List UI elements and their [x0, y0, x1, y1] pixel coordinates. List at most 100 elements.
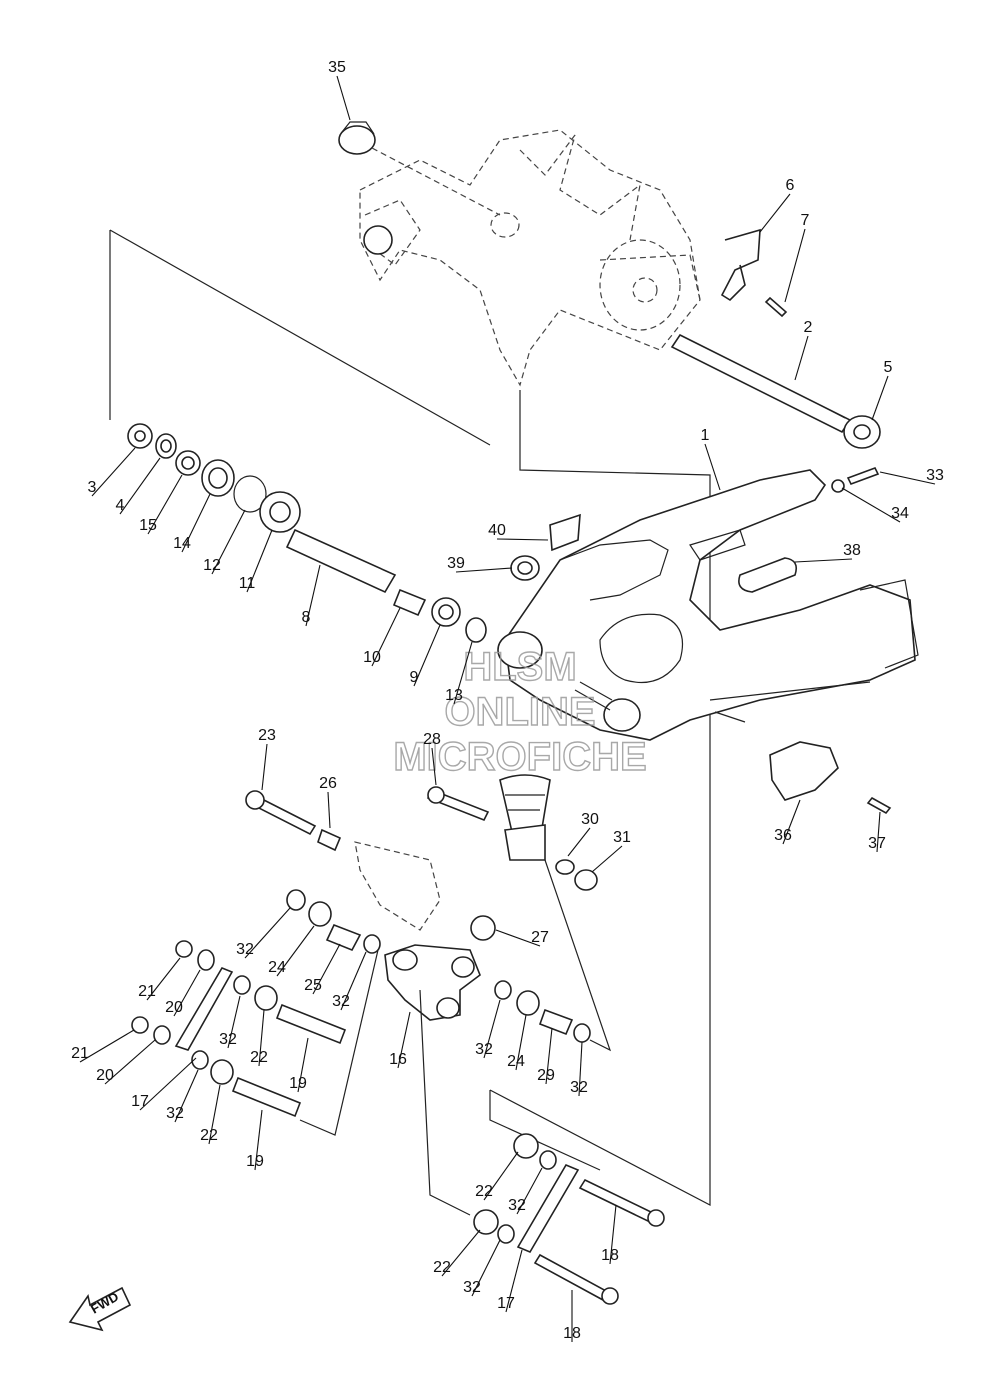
frame-outline	[359, 129, 701, 387]
part-33-bolt	[846, 467, 880, 485]
part-22-c	[513, 1133, 539, 1159]
part-11-bearing	[259, 491, 301, 533]
callout-leader-32	[244, 907, 291, 959]
callout-leader-13	[453, 641, 473, 705]
part-32-b	[363, 934, 381, 954]
callout-leader-18	[609, 1204, 617, 1265]
callout-number-22: 22	[200, 1127, 218, 1144]
relay-bracket	[354, 841, 441, 931]
callout-number-2: 2	[804, 319, 813, 336]
callout-leader-22	[258, 1009, 265, 1067]
callout-leader-17	[505, 1249, 523, 1313]
part-32-e	[494, 980, 512, 1000]
callout-number-38: 38	[843, 542, 861, 559]
callout-number-17: 17	[497, 1295, 515, 1312]
part-24-a	[308, 901, 332, 927]
callout-leader-35	[336, 75, 351, 121]
callout-leader-24	[276, 925, 315, 977]
callout-leader-2	[794, 335, 809, 381]
callout-leader-1	[704, 443, 721, 491]
callout-leader-4	[119, 457, 161, 515]
part-32-a	[286, 889, 306, 911]
callout-leader-34	[841, 487, 901, 523]
callout-number-9: 9	[410, 669, 419, 686]
part-25-collar	[325, 923, 362, 952]
part-24-b	[516, 990, 540, 1016]
callout-leader-32	[174, 1069, 199, 1123]
part-22-b	[210, 1059, 234, 1085]
part-18-bolt-b	[533, 1253, 619, 1305]
callout-leader-21	[146, 957, 181, 1001]
part-21-nut-b	[131, 1016, 149, 1034]
callout-number-14: 14	[173, 535, 191, 552]
callout-number-32: 32	[166, 1105, 184, 1122]
part-10-collar	[392, 588, 427, 617]
callout-number-12: 12	[203, 557, 221, 574]
callout-leader-30	[567, 827, 591, 857]
fwd-arrow-icon: FWD	[68, 1286, 132, 1332]
part-36-cover	[769, 741, 839, 801]
callout-leader-25	[312, 943, 341, 995]
bottom-guide	[489, 1090, 601, 1171]
callout-leader-31	[591, 845, 623, 873]
callout-leader-3	[91, 447, 136, 497]
part-26-collar	[317, 828, 342, 852]
part-32-g	[539, 1150, 557, 1170]
callout-number-17: 17	[131, 1093, 149, 1110]
callout-number-21: 21	[71, 1045, 89, 1062]
callout-leader-32	[483, 999, 501, 1059]
part-3-nut	[127, 423, 153, 449]
callout-leader-33	[879, 471, 936, 485]
callout-number-32: 32	[570, 1079, 588, 1096]
callout-leader-32	[340, 951, 367, 1011]
callout-leader-20	[173, 969, 201, 1017]
callout-leader-23	[261, 743, 268, 791]
part-1-swingarm	[497, 469, 919, 741]
part-18-bolt-a	[578, 1178, 665, 1227]
part-32-f	[573, 1023, 591, 1043]
part-15-collar	[175, 450, 201, 476]
callout-number-24: 24	[507, 1053, 525, 1070]
part-27-nut	[470, 915, 496, 941]
callout-number-28: 28	[423, 731, 441, 748]
callout-leader-9	[413, 624, 441, 687]
callout-number-19: 19	[289, 1075, 307, 1092]
part-22-a	[254, 985, 278, 1011]
callout-number-37: 37	[868, 835, 886, 852]
part-28-bolt	[426, 786, 490, 822]
part-39-seal	[510, 555, 540, 581]
callout-number-4: 4	[116, 497, 125, 514]
callout-number-21: 21	[138, 983, 156, 1000]
callout-number-32: 32	[475, 1041, 493, 1058]
callout-number-25: 25	[304, 977, 322, 994]
callout-number-29: 29	[537, 1067, 555, 1084]
part-12-circlip	[233, 475, 267, 513]
part-30-washer	[555, 859, 575, 875]
callout-number-35: 35	[328, 59, 346, 76]
callout-number-32: 32	[463, 1279, 481, 1296]
callout-leader-32	[471, 1239, 501, 1297]
callout-number-16: 16	[389, 1051, 407, 1068]
callout-leader-24	[515, 1014, 527, 1071]
callout-number-1: 1	[701, 427, 710, 444]
callout-leader-8	[305, 564, 321, 627]
callout-number-15: 15	[139, 517, 157, 534]
part-40-label	[549, 513, 581, 552]
callout-number-22: 22	[250, 1049, 268, 1066]
callout-leader-22	[483, 1151, 519, 1201]
part-8-spacer	[285, 528, 397, 594]
part-34-washer	[831, 479, 845, 493]
callout-number-3: 3	[88, 479, 97, 496]
callout-number-20: 20	[165, 999, 183, 1016]
callout-leader-7	[784, 228, 806, 303]
callout-leader-22	[208, 1084, 221, 1145]
part-35-cap	[338, 121, 501, 216]
part-14-bearing	[201, 459, 235, 497]
callout-leader-19	[254, 1109, 263, 1171]
part-6-bracket	[720, 228, 761, 302]
callout-leader-16	[397, 1011, 411, 1069]
watermark-line-2: ONLINE	[444, 690, 595, 734]
callout-number-22: 22	[475, 1183, 493, 1200]
